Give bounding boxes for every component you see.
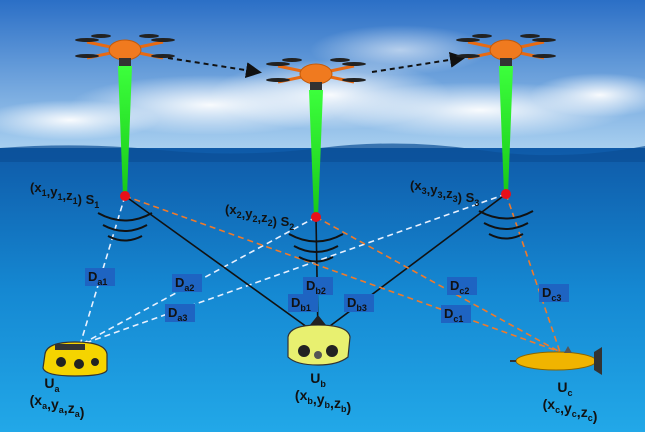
line-db1 (124, 195, 319, 336)
distance-label-db1: Db1 (288, 294, 318, 313)
sonar-wave-icon (288, 233, 344, 263)
vehicle-coord-uc: (xc,yc,zc) (543, 396, 598, 424)
distance-label-da2: Da2 (172, 274, 202, 293)
distance-label-db2: Db2 (303, 277, 333, 296)
svg-text:Dc2: Dc2 (450, 278, 469, 296)
sensor-point-s3 (501, 189, 511, 199)
svg-text:Da2: Da2 (175, 275, 194, 293)
line-dc3 (505, 193, 561, 353)
distance-label-da3: Da3 (165, 304, 195, 323)
vehicle-name-ua: Ua (44, 375, 60, 394)
sonar-wave-icon (97, 212, 153, 242)
svg-text:Db2: Db2 (306, 278, 326, 296)
drone-icon (456, 34, 556, 66)
distance-label-dc2: Dc2 (447, 277, 477, 296)
svg-text:Dc3: Dc3 (542, 285, 561, 303)
sensor-label-s2: (x2,y2,z2) S2 (225, 202, 294, 232)
auv-icon (510, 346, 602, 375)
flight-arrow-icon (167, 57, 262, 79)
svg-text:Da1: Da1 (88, 269, 107, 287)
line-da3 (79, 193, 507, 346)
beam-s3 (499, 66, 513, 194)
svg-text:Dc1: Dc1 (444, 306, 463, 324)
auv-icon (287, 315, 351, 366)
sensor-point-s2 (311, 212, 321, 222)
sensor-point-s1 (120, 191, 130, 201)
vehicle-coord-ub: (xb,yb,zb) (295, 387, 351, 415)
distance-label-da1: Da1 (85, 268, 115, 287)
drone-icon (266, 58, 366, 90)
vehicle-name-uc: Uc (557, 379, 572, 398)
distance-label-dc3: Dc3 (539, 284, 569, 303)
vehicle-coord-ua: (xa,ya,za) (30, 392, 85, 420)
svg-text:Da3: Da3 (168, 305, 187, 323)
svg-text:Db1: Db1 (291, 295, 311, 313)
sea-surface (0, 143, 645, 162)
auv-icon (42, 341, 108, 377)
beam-s2 (309, 90, 323, 217)
sonar-wave-icon (478, 210, 534, 240)
sensor-label-s3: (x3,y3,z3) S3 (410, 178, 479, 208)
distance-label-db3: Db3 (344, 294, 374, 313)
sensor-label-s1: (x1,y1,z1) S1 (30, 180, 99, 210)
line-dc2 (315, 216, 561, 353)
beam-s1 (118, 66, 132, 196)
line-dc1 (124, 195, 561, 353)
drone-icon (75, 34, 175, 66)
flight-arrow-icon (371, 51, 466, 73)
vehicle-name-ub: Ub (310, 370, 326, 389)
distance-label-dc1: Dc1 (441, 305, 471, 324)
line-db2 (315, 216, 319, 336)
svg-text:Db3: Db3 (347, 295, 367, 313)
